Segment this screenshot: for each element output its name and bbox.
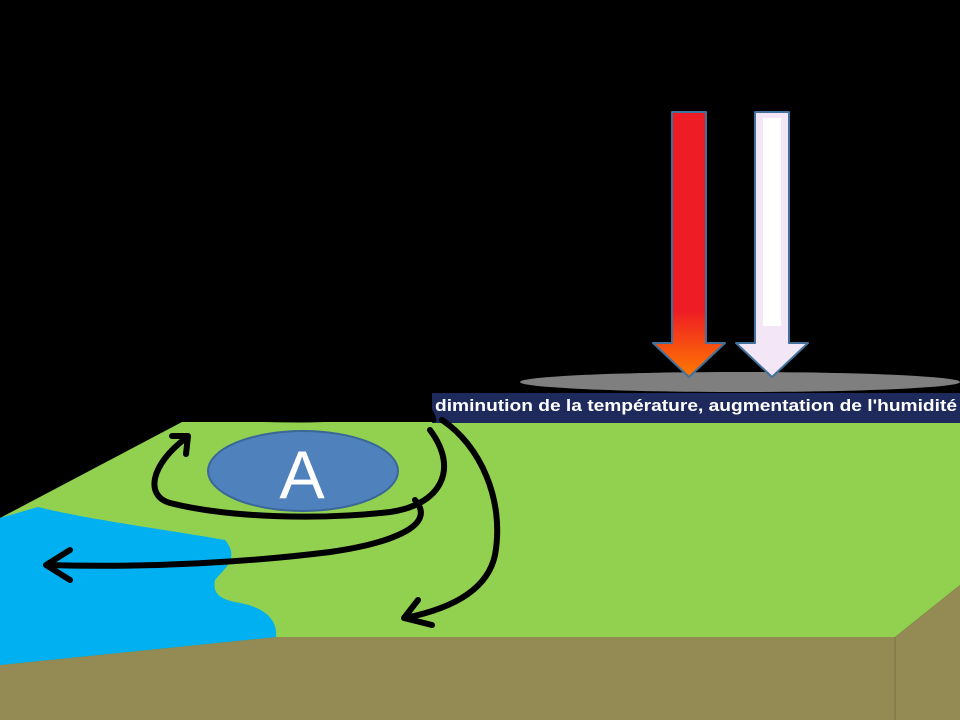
surface-outflow-arrows [43,417,501,628]
info-banner: diminution de la température, augmentati… [432,393,960,423]
pressure-label: A [279,437,325,513]
arrow-highlight [763,118,781,326]
ground-front-face [0,637,895,720]
outflow-arrow-west [151,427,448,520]
arrow-head [43,547,73,583]
arrow-head [401,597,435,628]
arrow-head [169,433,191,457]
haze-layer [520,372,960,392]
down-arrow-icon [652,111,726,378]
spiral-descending-air-icon [167,69,437,423]
sea [0,507,277,665]
high-pressure-center: A [207,430,399,513]
outflow-arrow-sea [45,497,424,569]
ground-right-face [895,585,960,720]
outflow-arrow-south [402,417,501,621]
banner-text: diminution de la température, augmentati… [435,396,957,415]
